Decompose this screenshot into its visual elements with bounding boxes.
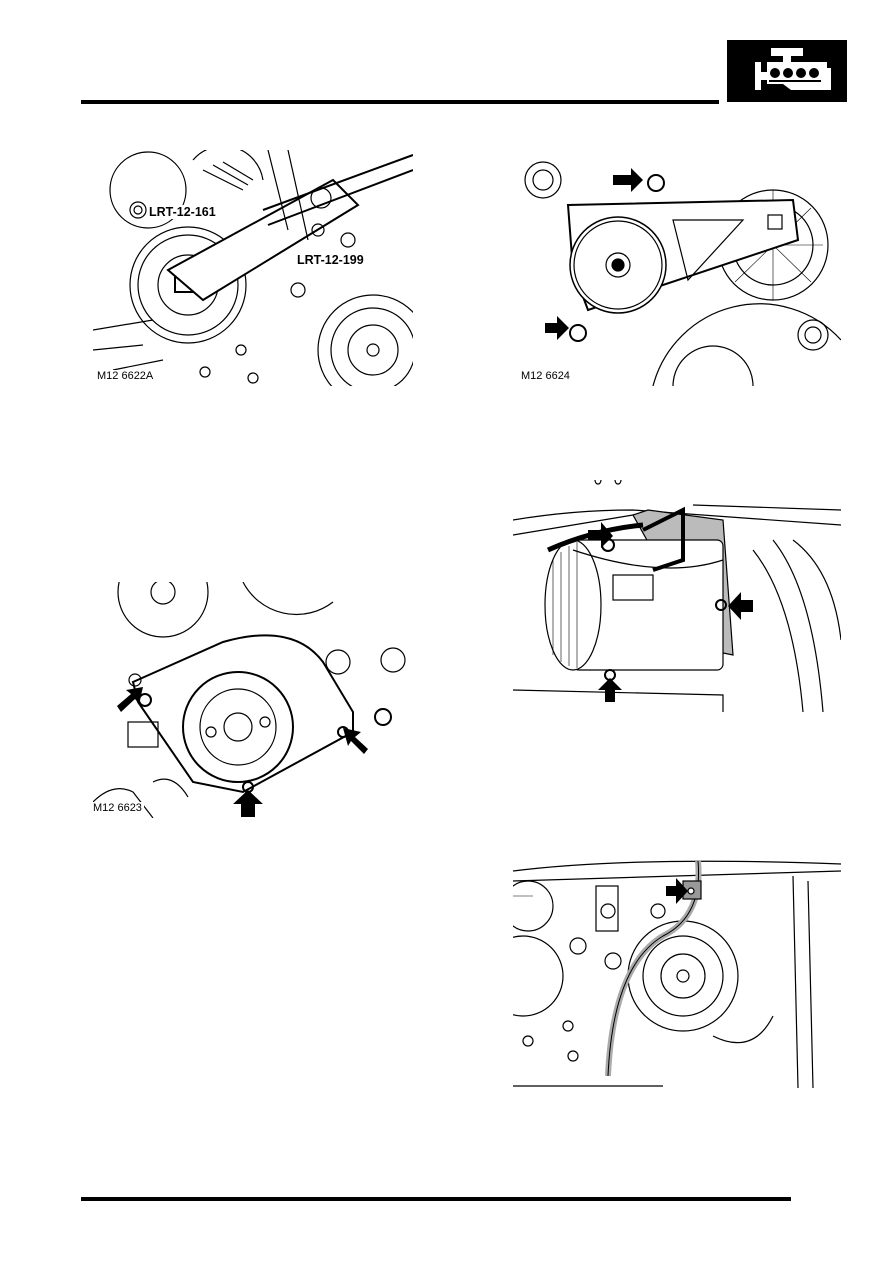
figure-tensioner-tool: LRT-12-161 LRT-12-199 M12 6622A — [93, 150, 413, 386]
engine-icon — [755, 48, 831, 90]
figure-code: M12 6623 — [93, 802, 144, 814]
figure-belt-tensioner: M12 6624 — [513, 150, 841, 386]
compressor-bracket-illustration — [513, 860, 841, 1088]
timing-cover-illustration — [93, 582, 406, 818]
figure-ac-compressor — [513, 480, 841, 712]
belt-tensioner-illustration — [524, 161, 841, 386]
figure-timing-cover: M12 6623 — [93, 582, 413, 818]
header-rule — [81, 100, 719, 104]
section-tab — [727, 40, 847, 102]
callout-lrt-12-161: LRT-12-161 — [148, 205, 217, 219]
footer-rule — [81, 1197, 791, 1201]
compressor-illustration — [513, 480, 841, 712]
figure-code: M12 6624 — [519, 370, 572, 382]
figure-code: M12 6622A — [95, 370, 156, 382]
figure-compressor-bracket — [513, 856, 841, 1088]
callout-lrt-12-199: LRT-12-199 — [296, 253, 365, 267]
tensioner-illustration — [93, 150, 413, 386]
